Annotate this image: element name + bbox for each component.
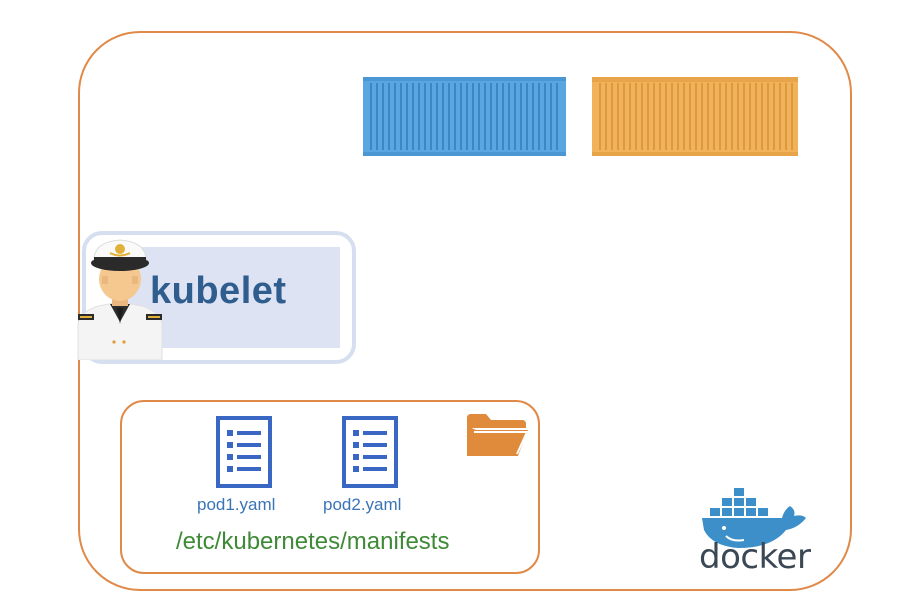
manifests-path-label: /etc/kubernetes/manifests [176,528,450,555]
folder-icon [467,414,529,456]
docker-whale-icon [702,488,806,548]
document-icon [216,416,272,488]
manifests-directory-box [120,400,540,574]
captain-icon [77,239,163,360]
document-icon [342,416,398,488]
orange-container [592,77,798,156]
kubelet-label: kubelet [150,270,287,312]
file-label-pod1: pod1.yaml [197,495,276,514]
file-label-pod2: pod2.yaml [323,495,402,514]
blue-container [363,77,566,156]
docker-label: docker [699,537,811,577]
worker-node-frame [78,31,852,591]
